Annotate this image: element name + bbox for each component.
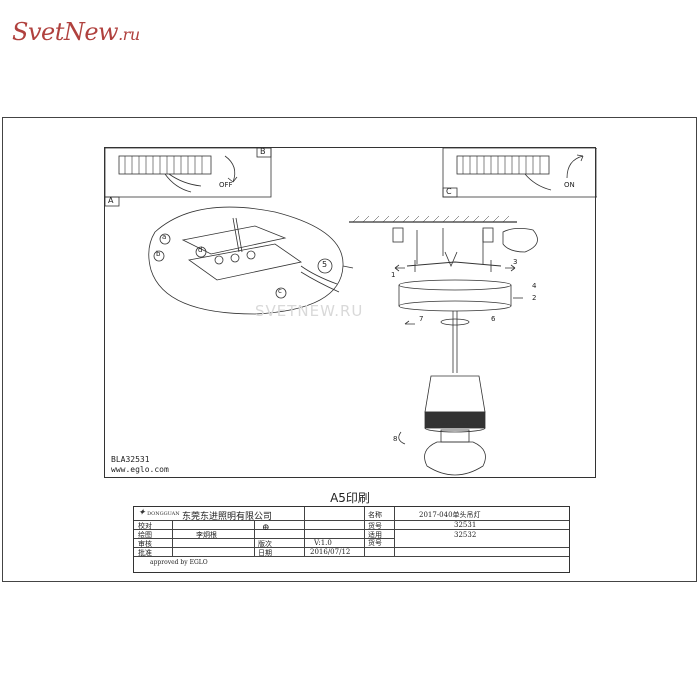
item-number: 32531 xyxy=(454,521,477,529)
mounting-bracket xyxy=(406,251,502,272)
number-label: 货号 xyxy=(368,522,382,530)
switch-on-label: ON xyxy=(564,181,575,189)
logo-suffix: .ru xyxy=(118,25,140,44)
date-label: 日期 xyxy=(258,549,272,557)
title-block: ✦ DONGGUAN 东莞东进照明有限公司 名称 2017-040单头吊灯 校对… xyxy=(133,506,570,573)
approved-by: approved by EGLO xyxy=(150,559,208,566)
model-code: BLA32531 xyxy=(111,455,150,464)
ceiling-mount xyxy=(349,215,538,264)
website-text: www.eglo.com xyxy=(111,465,169,474)
step-4: 4 xyxy=(532,282,537,290)
projection-symbol-icon: ⊕ xyxy=(262,523,270,533)
part-label-d: d xyxy=(198,246,203,254)
version-label: 版次 xyxy=(258,540,272,548)
site-logo[interactable]: SvetNew.ru xyxy=(12,18,140,46)
applies-number: 32532 xyxy=(454,531,477,539)
panel-label-b: B xyxy=(260,147,266,156)
watermark: SVETNEW.RU xyxy=(255,302,364,320)
version-value: V:1.0 xyxy=(314,539,332,547)
step-7: 7 xyxy=(419,315,424,323)
light-bulb xyxy=(424,429,486,476)
part-label-b: b xyxy=(156,250,161,258)
callout-5: 5 xyxy=(322,260,328,269)
panel-b-switch-off xyxy=(105,148,272,198)
row-label-check: 校对 xyxy=(138,522,152,530)
step-8: 8 xyxy=(393,435,398,443)
panel-label-c: C xyxy=(446,187,452,196)
logo-mark-icon: ✦ xyxy=(138,508,146,518)
callout-5-ring xyxy=(317,258,333,274)
company-logo: ✦ DONGGUAN xyxy=(138,508,180,518)
part-label-c: c xyxy=(278,287,282,295)
company-name: 东莞东进照明有限公司 xyxy=(182,512,273,522)
terminal-detail xyxy=(148,206,344,315)
panel-c-switch-on xyxy=(442,148,597,198)
assembly-drawing: B A C OFF ON 5 a b d c 1 3 2 4 6 7 8 xyxy=(104,147,597,478)
step-2: 2 xyxy=(532,294,537,302)
step-3: 3 xyxy=(513,258,518,266)
pendant-shade xyxy=(424,311,486,433)
company-logo-caption: DONGGUAN xyxy=(147,511,180,517)
instruction-sheet xyxy=(2,117,697,582)
print-size-label: A5印刷 xyxy=(330,491,370,505)
drafter-name: 李炯根 xyxy=(196,531,217,539)
assembly-diagram xyxy=(105,148,597,476)
step-1: 1 xyxy=(391,271,396,279)
row-label-approve: 批准 xyxy=(138,549,152,557)
row-label-draw: 绘图 xyxy=(138,531,152,539)
switch-off-label: OFF xyxy=(219,181,233,189)
name-label: 名称 xyxy=(368,511,382,519)
panel-a-marker xyxy=(105,196,120,207)
date-value: 2016/07/12 xyxy=(310,548,351,556)
logo-text: SvetNew xyxy=(12,18,119,46)
applies-label: 适用货号 xyxy=(368,531,382,547)
product-name: 2017-040单头吊灯 xyxy=(419,511,481,519)
row-label-review: 审核 xyxy=(138,540,152,548)
panel-label-a: A xyxy=(108,196,114,205)
canopy xyxy=(398,279,512,326)
step-6: 6 xyxy=(491,315,496,323)
part-label-a: a xyxy=(162,233,167,241)
